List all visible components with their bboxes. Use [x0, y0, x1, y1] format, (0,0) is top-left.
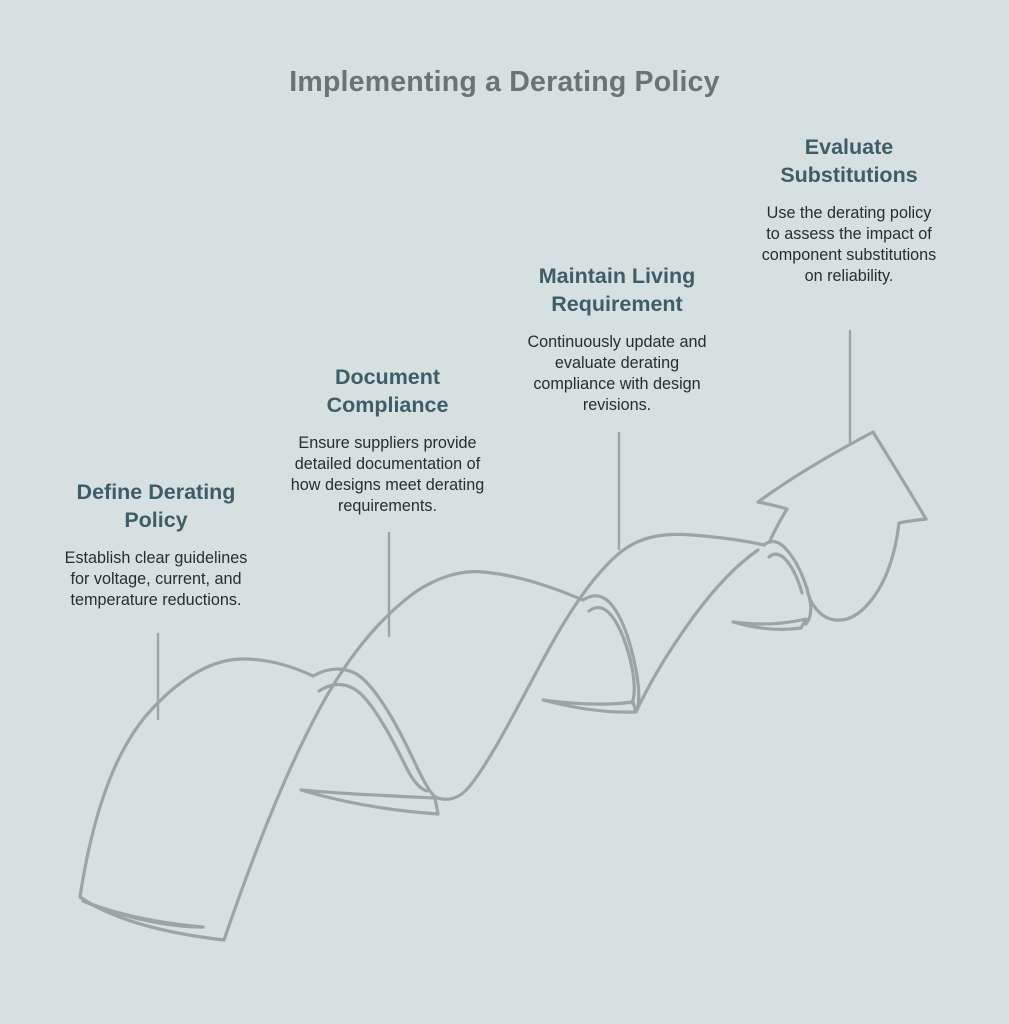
step-description: Use the derating policy to assess the im…: [761, 203, 937, 286]
arrow-shaft-left-edge: [768, 507, 789, 543]
fold-3-arch-outer: [762, 539, 813, 626]
hump-3-edge: [635, 548, 760, 712]
hump-2-edge: [433, 532, 766, 801]
step-block-define-derating-policy: Define Derating Policy Establish clear g…: [40, 478, 272, 611]
step-heading: Maintain Living Requirement: [538, 264, 696, 317]
step-description: Continuously update and evaluate deratin…: [527, 332, 707, 415]
fold-3-underside-sliver: [731, 617, 808, 631]
fold-1-underside-sliver: [299, 788, 440, 816]
arrow-head-left-edge: [756, 430, 875, 504]
step-heading: Document Compliance: [326, 365, 449, 418]
step-heading: Define Derating Policy: [76, 480, 236, 533]
arrow-left-barb: [756, 500, 789, 511]
arrow-head-right-edge: [871, 430, 928, 521]
step-description: Ensure suppliers provide detailed docume…: [290, 433, 485, 516]
page-title: Implementing a Derating Policy: [289, 66, 720, 98]
step-heading: Evaluate Substitutions: [780, 135, 918, 188]
fold-2-underside-sliver: [541, 698, 638, 714]
hump-1-back-edge: [78, 657, 315, 899]
fold-1-arch-inner: [317, 683, 429, 793]
step-block-evaluate-substitutions: Evaluate Substitutions Use the derating …: [738, 133, 960, 288]
ribbon-end-curl: [81, 899, 205, 929]
step-description: Establish clear guidelines for voltage, …: [64, 548, 248, 610]
fold-3-arch-inner: [767, 552, 804, 595]
ribbon-end-cut-edge: [78, 895, 226, 942]
arrow-right-barb: [897, 517, 928, 525]
fold-2-arch-outer: [581, 594, 641, 712]
arrow-shaft-right-edge: [805, 521, 901, 622]
step-block-document-compliance: Document Compliance Ensure suppliers pro…: [280, 363, 495, 518]
step-block-maintain-living-requirement: Maintain Living Requirement Continuously…: [503, 262, 731, 417]
fold-2-arch-inner: [587, 605, 636, 705]
hump-1-front-edge: [222, 570, 585, 942]
